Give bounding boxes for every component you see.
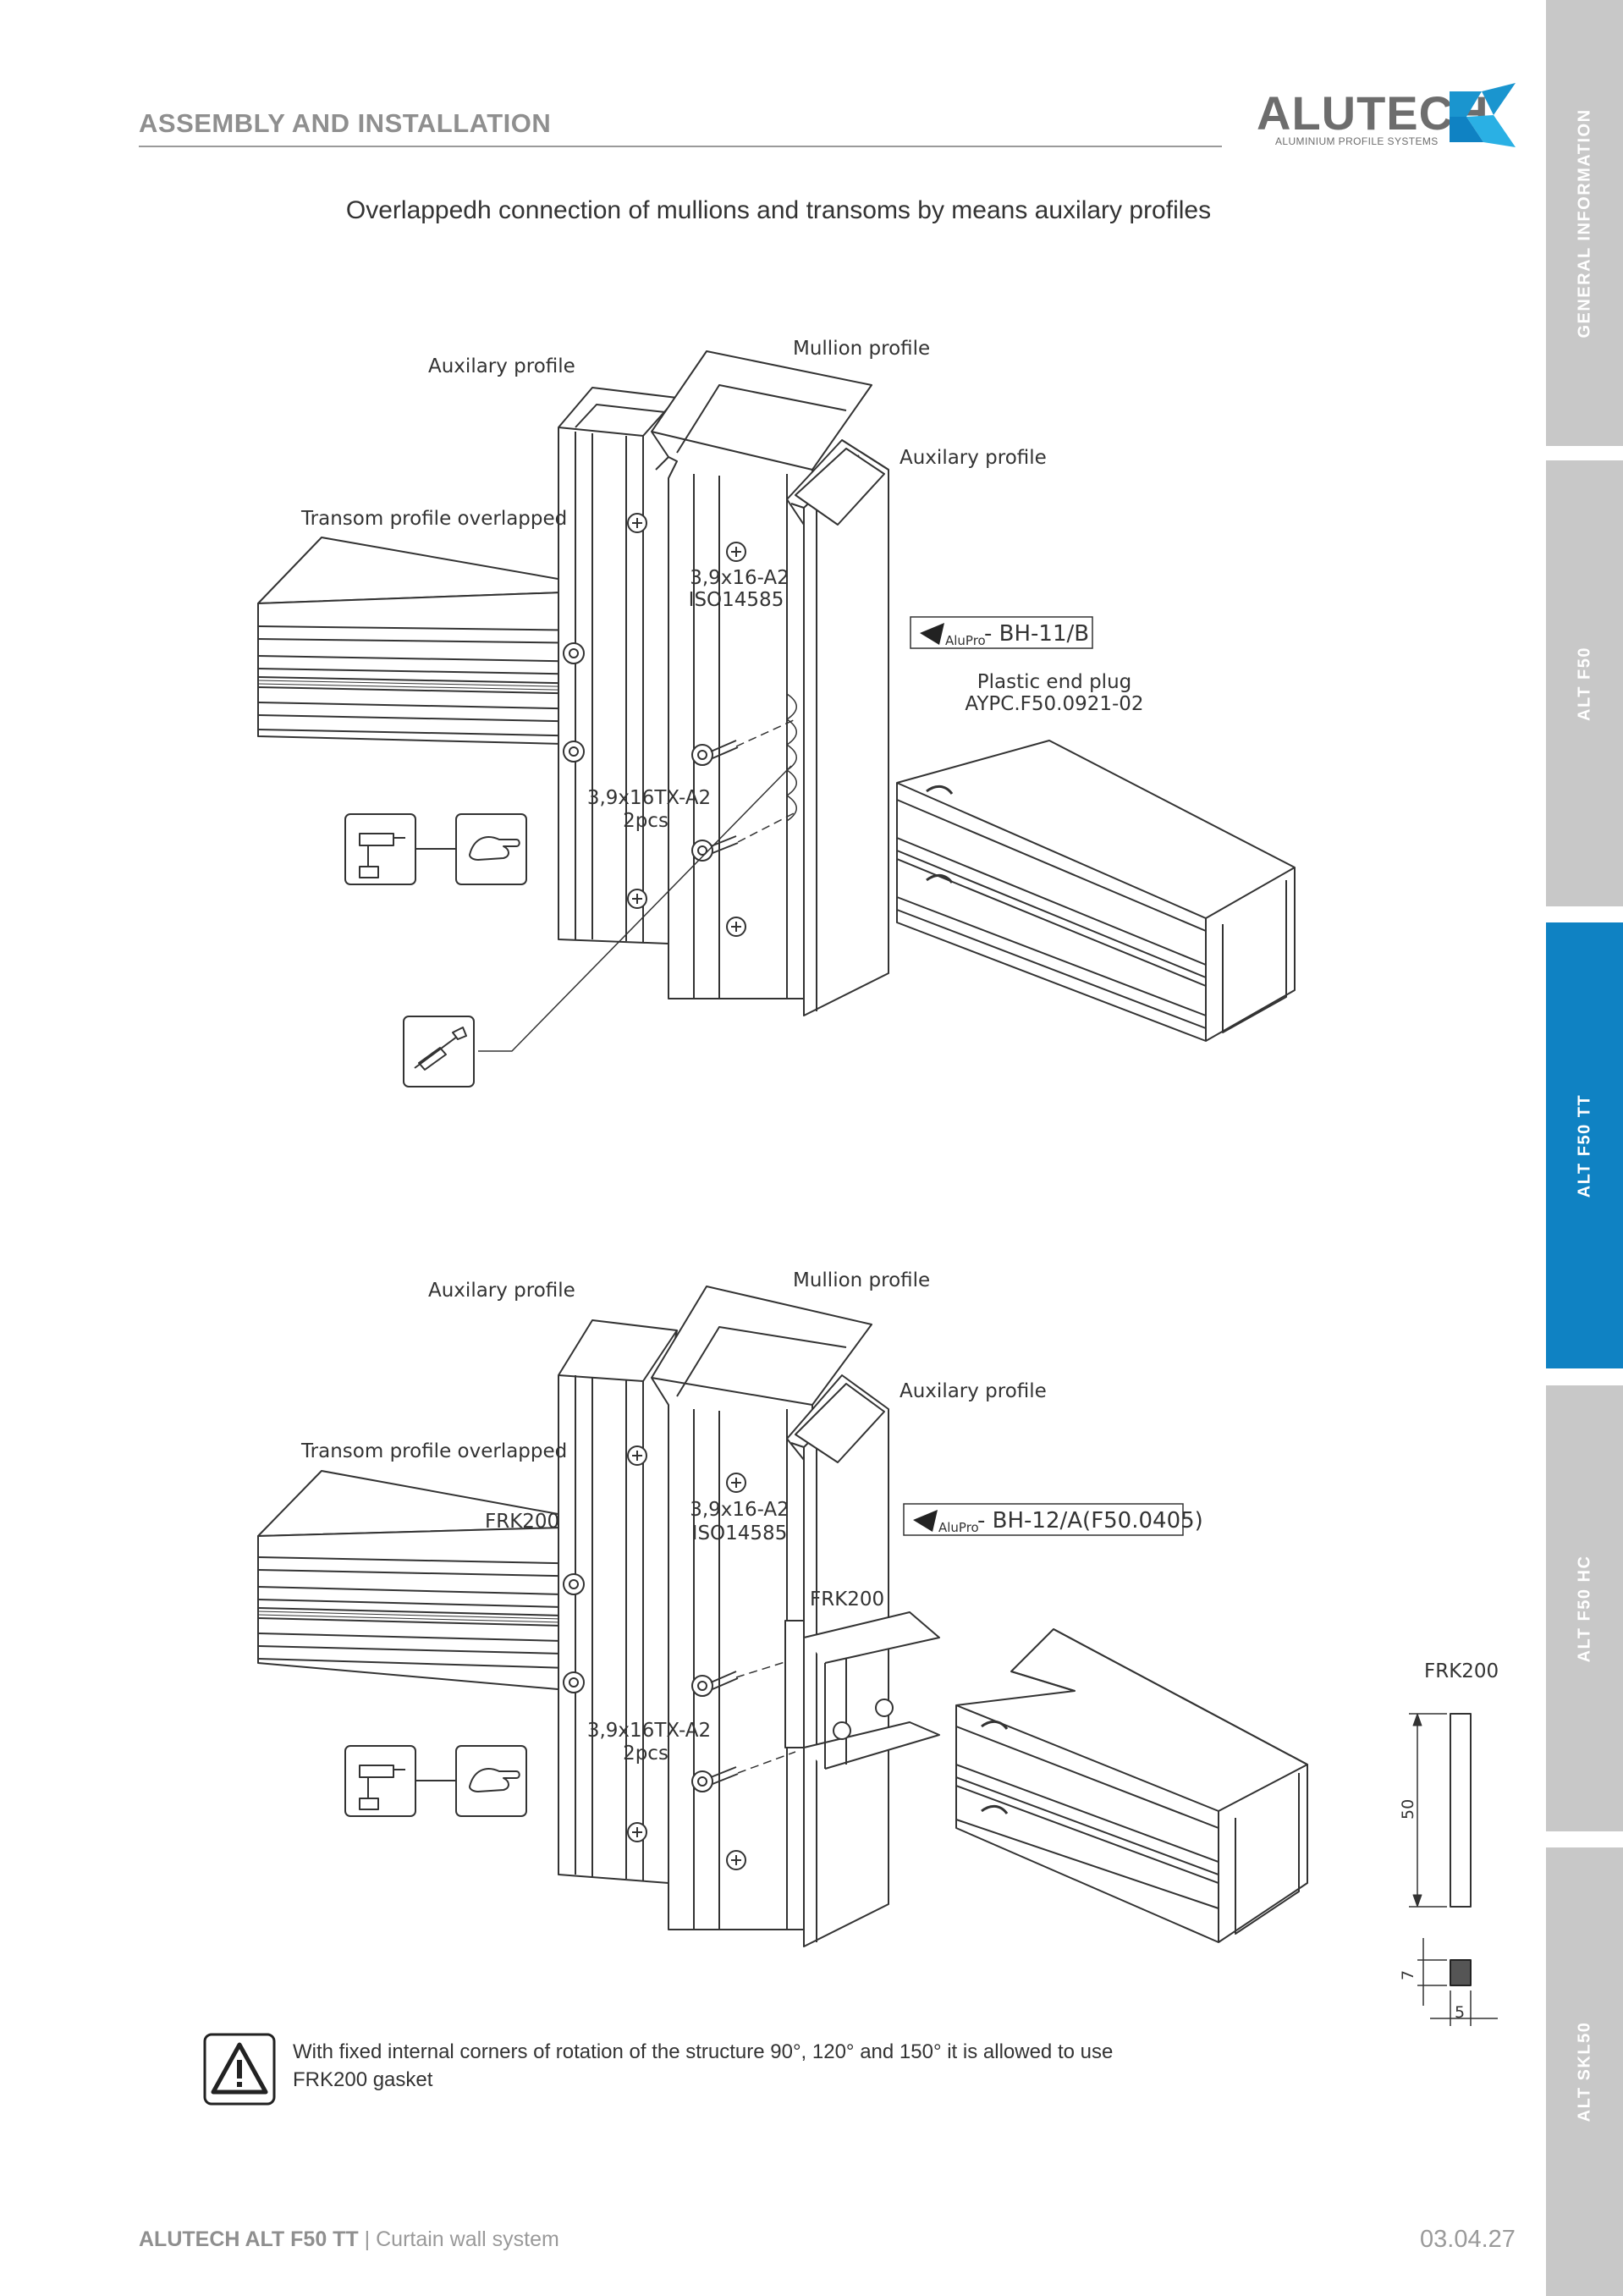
hand-press-icon — [455, 1745, 527, 1817]
tab-label: ALT F50 — [1575, 646, 1593, 721]
transom-end-2 — [955, 1628, 1308, 1943]
tab-alt-f50-tt[interactable]: ALT F50 TT — [1546, 922, 1623, 1368]
label-aux-profile-left: Auxilary profile — [428, 1280, 575, 1302]
dim-width: 5 — [1455, 2003, 1465, 2022]
logo-wordmark: ALUTECH — [1257, 86, 1489, 140]
label-screw-2-qty: 2pcs — [623, 810, 668, 832]
label-transom-profile: Transom profile overlapped — [300, 1440, 567, 1462]
transom-profile-2 — [257, 1470, 597, 1693]
dim-thickness: 7 — [1399, 1970, 1417, 1980]
hand-press-icon — [455, 813, 527, 885]
logo-tagline: ALUMINIUM PROFILE SYSTEMS — [1275, 135, 1439, 147]
label-screw-1-standard: ISO14585 — [692, 1522, 788, 1544]
section-sidebar: GENERAL INFORMATION ALT F50 ALT F50 TT A… — [1546, 0, 1623, 2296]
alupro-logo-icon — [913, 1510, 938, 1532]
alutech-logo: ALUTECH ALUMINIUM PROFILE SYSTEMS — [1257, 83, 1516, 152]
tool-code-box-2 — [903, 1503, 1184, 1536]
label-mullion-profile: Mullion profile — [793, 338, 930, 360]
label-gasket-section-title: FRK200 — [1424, 1660, 1499, 1682]
end-plug-1 — [896, 740, 1296, 1042]
frk200-section-drawing — [1409, 1713, 1498, 2026]
tab-general-information[interactable]: GENERAL INFORMATION — [1546, 0, 1623, 446]
section-title: ASSEMBLY AND INSTALLATION — [139, 108, 552, 138]
page-title: Overlappedh connection of mullions and t… — [345, 196, 1212, 224]
footer-brand: ALUTECH ALT F50 TT — [139, 2227, 359, 2251]
logo-mark-icon — [1450, 83, 1516, 147]
label-screw-1: 3,9x16-A2 — [690, 1499, 789, 1521]
figure-1-drawing — [257, 350, 1296, 1087]
label-screw-2: 3,9x16TX-A2 — [587, 787, 711, 809]
label-gasket-mid: FRK200 — [810, 1588, 884, 1611]
tab-alt-f50-hc[interactable]: ALT F50 HC — [1546, 1385, 1623, 1831]
label-plastic-end-plug: Plastic end plug — [977, 671, 1132, 693]
tab-label: ALT F50 TT — [1575, 1093, 1593, 1198]
tool-brand-2: AluPro — [938, 1520, 979, 1535]
tab-label: ALT F50 HC — [1575, 1555, 1593, 1662]
alupro-logo-icon — [920, 623, 944, 645]
tab-label: ALT SKL50 — [1575, 2021, 1593, 2123]
label-aux-profile-left: Auxilary profile — [428, 355, 575, 377]
warning-note: With fixed internal corners of rotation … — [293, 2040, 1114, 2091]
page-number: 03.04.27 — [1420, 2226, 1516, 2253]
label-plug-code: AYPC.F50.0921-02 — [965, 693, 1143, 715]
transom-profile-1 — [257, 537, 597, 746]
aux-profile-right-1 — [786, 439, 889, 1016]
tab-label: GENERAL INFORMATION — [1575, 107, 1593, 339]
label-screw-2-qty: 2pcs — [623, 1743, 668, 1765]
warning-icon — [203, 2033, 276, 2106]
dim-height: 50 — [1399, 1799, 1417, 1820]
screwdriver-drill-icon — [344, 1745, 416, 1817]
aux-profile-left-2 — [558, 1319, 678, 1884]
label-screw-1-standard: ISO14585 — [689, 589, 784, 611]
figure-2-drawing — [257, 1286, 1308, 1947]
aux-profile-left-1 — [558, 387, 678, 944]
label-transom-profile: Transom profile overlapped — [300, 508, 567, 530]
label-aux-profile-right: Auxilary profile — [900, 447, 1047, 469]
footer-separator: | — [358, 2227, 377, 2251]
label-aux-profile-right: Auxilary profile — [900, 1380, 1047, 1402]
header-divider — [139, 146, 1222, 147]
label-gasket-left: FRK200 — [485, 1511, 559, 1533]
label-mullion-profile: Mullion profile — [793, 1269, 930, 1291]
tool-code-2: - BH-12/A(F50.0405) — [977, 1508, 1203, 1533]
tool-code-1: - BH-11/B — [984, 621, 1089, 647]
label-screw-2: 3,9x16TX-A2 — [587, 1720, 711, 1742]
screwdriver-drill-icon — [344, 813, 416, 885]
tab-alt-f50[interactable]: ALT F50 — [1546, 460, 1623, 906]
assembly-drawings: Auxilary profile Mullion profile Auxilar… — [257, 338, 1499, 2026]
label-screw-1: 3,9x16-A2 — [690, 567, 789, 589]
footer-subtitle: Curtain wall system — [376, 2227, 559, 2251]
tab-alt-skl50[interactable]: ALT SKL50 — [1546, 1847, 1623, 2296]
mullion-profile-2 — [651, 1286, 872, 1930]
footer-caption: ALUTECH ALT F50 TT | Curtain wall system — [139, 2227, 559, 2252]
tool-brand-1: AluPro — [945, 633, 986, 648]
